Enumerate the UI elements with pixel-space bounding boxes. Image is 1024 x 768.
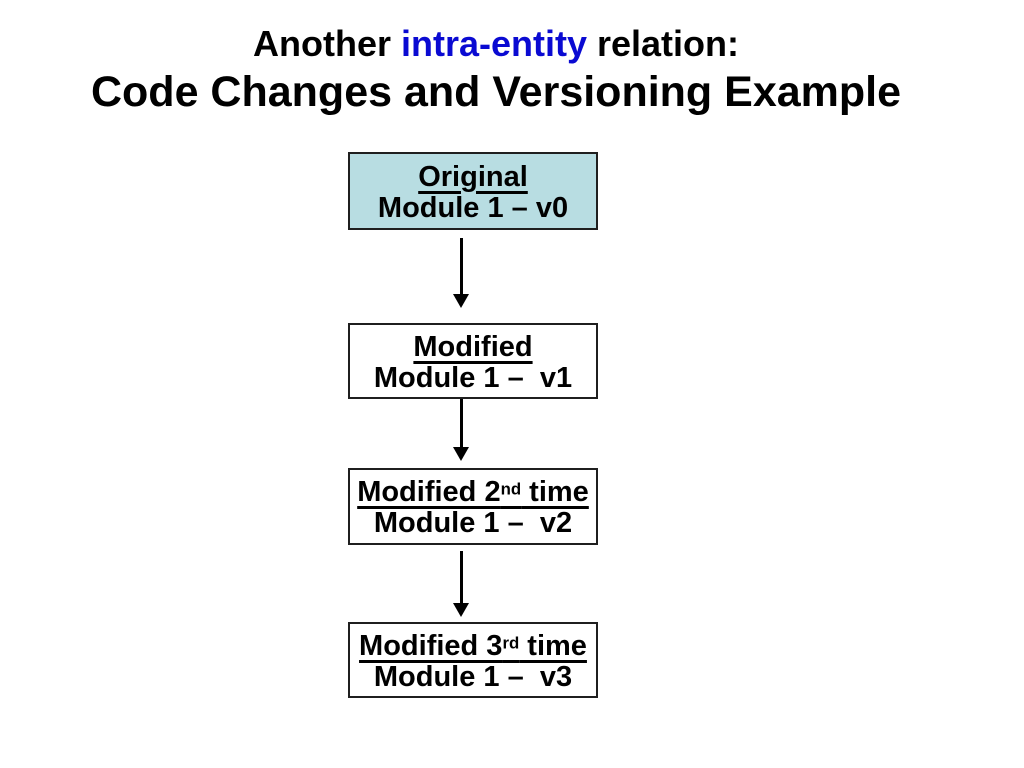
arrow-shaft bbox=[459, 238, 463, 294]
arrow-shaft bbox=[459, 551, 463, 603]
connector-arrow-3 bbox=[453, 551, 469, 617]
slide-title-line1: Another intra-entity relation: bbox=[0, 22, 992, 66]
box-subtitle: Module 1 – v2 bbox=[373, 507, 573, 540]
title-text-suffix: relation: bbox=[587, 23, 740, 64]
flow-box-modified-1: Modified Module 1 – v1 bbox=[348, 323, 598, 399]
box-heading-text: time bbox=[519, 629, 587, 662]
title-text-prefix: Another bbox=[252, 23, 401, 64]
box-heading-superscript: rd bbox=[502, 633, 520, 653]
arrow-head-icon bbox=[453, 447, 469, 461]
box-heading: Modified 2nd time bbox=[357, 474, 589, 508]
box-heading: Modified 3rd time bbox=[359, 627, 587, 661]
connector-arrow-2 bbox=[453, 399, 469, 461]
box-heading: Modified bbox=[413, 328, 532, 362]
title-text-highlight: intra-entity bbox=[400, 23, 587, 64]
box-heading-text: Original bbox=[418, 160, 528, 193]
box-heading-text: Modified 3 bbox=[359, 629, 503, 662]
slide-title: Another intra-entity relation: Code Chan… bbox=[0, 22, 992, 118]
flow-box-modified-2: Modified 2nd time Module 1 – v2 bbox=[348, 468, 598, 545]
arrow-shaft bbox=[459, 399, 463, 447]
connector-arrow-1 bbox=[453, 238, 469, 308]
box-subtitle: Module 1 – v0 bbox=[377, 191, 569, 224]
box-heading-text: Modified 2 bbox=[357, 476, 501, 509]
box-heading-text: time bbox=[521, 476, 589, 509]
box-subtitle: Module 1 – v3 bbox=[373, 660, 573, 693]
flow-box-original: Original Module 1 – v0 bbox=[348, 152, 598, 230]
box-heading: Original bbox=[418, 158, 528, 192]
box-heading-superscript: nd bbox=[500, 479, 522, 499]
arrow-head-icon bbox=[453, 603, 469, 617]
flow-box-modified-3: Modified 3rd time Module 1 – v3 bbox=[348, 622, 598, 698]
box-subtitle: Module 1 – v1 bbox=[373, 361, 573, 394]
arrow-head-icon bbox=[453, 294, 469, 308]
box-heading-text: Modified bbox=[413, 330, 533, 363]
slide-title-line2: Code Changes and Versioning Example bbox=[90, 68, 902, 116]
